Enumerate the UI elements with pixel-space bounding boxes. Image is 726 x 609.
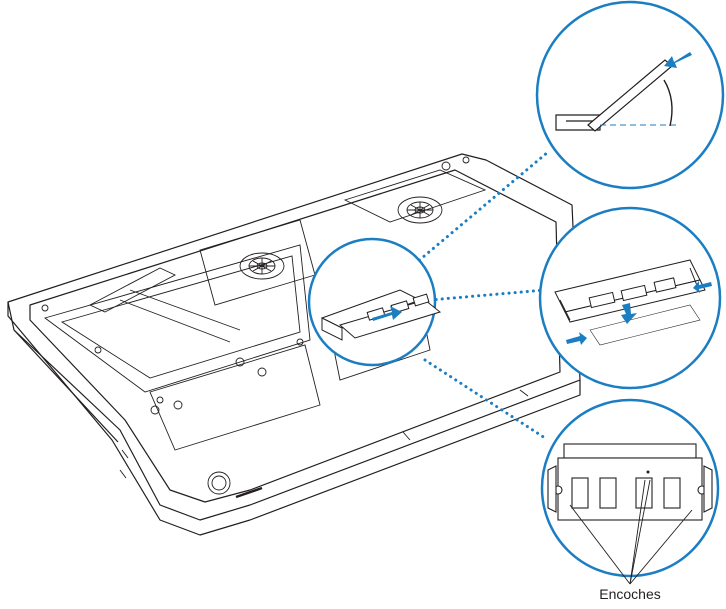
arrow-icon xyxy=(566,332,587,345)
insert-angle-magnifier xyxy=(535,0,725,190)
arrow-icon xyxy=(621,303,637,324)
notches-magnifier xyxy=(540,398,720,578)
fan-icon xyxy=(397,196,443,224)
fan-icon xyxy=(239,252,285,280)
notch-pointers xyxy=(569,479,693,585)
memory-slot-magnifier xyxy=(307,237,442,367)
callout-leaders xyxy=(408,150,550,440)
notches-caption: Encoches xyxy=(599,586,661,602)
arrow-icon xyxy=(664,52,692,68)
laptop-bottom-case xyxy=(7,153,581,536)
arrow-icon xyxy=(372,306,402,321)
press-down-magnifier xyxy=(538,206,722,390)
arrow-icon xyxy=(693,281,712,293)
